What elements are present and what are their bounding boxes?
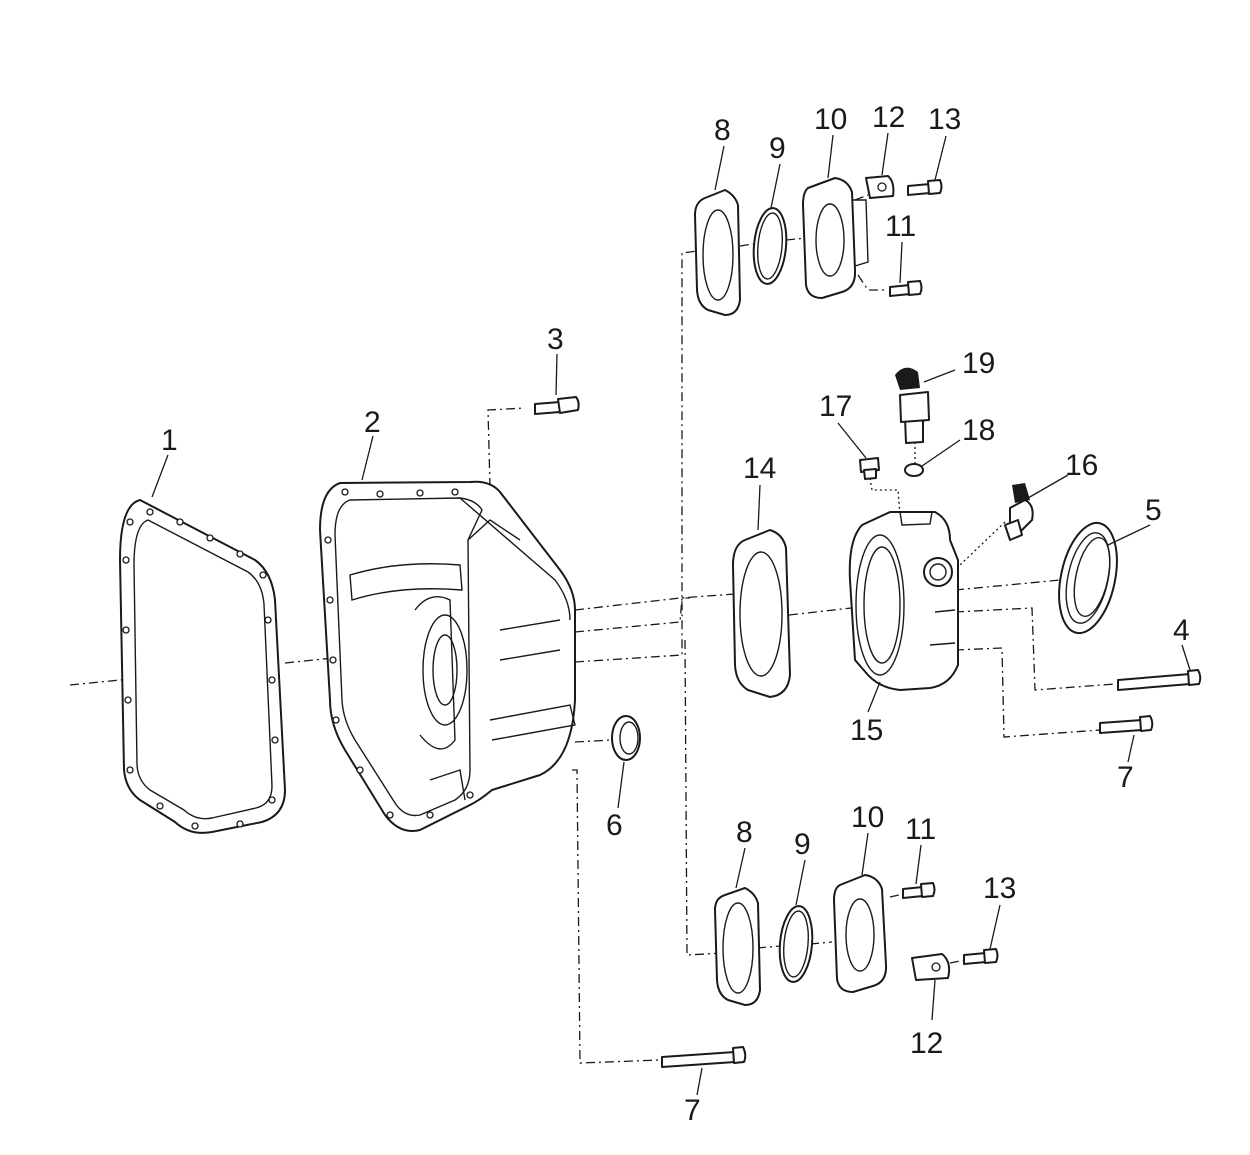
part-16-sensor bbox=[1004, 483, 1034, 541]
callout-9-upper: 9 bbox=[769, 132, 786, 165]
callout-labels: 1 2 3 4 5 6 7 7 8 8 9 9 10 10 11 11 12 1… bbox=[161, 101, 1190, 1127]
callout-19: 19 bbox=[962, 347, 995, 380]
callout-8-lower: 8 bbox=[736, 816, 753, 849]
callout-13-lower: 13 bbox=[983, 872, 1016, 905]
callout-12-lower: 12 bbox=[910, 1027, 943, 1060]
part-4-bolt bbox=[1117, 669, 1202, 691]
callout-11-lower: 11 bbox=[905, 813, 936, 846]
part-9-oring-upper bbox=[752, 207, 788, 285]
part-18-oring bbox=[904, 463, 924, 477]
callout-12-upper: 12 bbox=[872, 101, 905, 134]
part-8-gasket-upper bbox=[694, 189, 741, 316]
callout-10-lower: 10 bbox=[851, 801, 884, 834]
part-19-breather bbox=[895, 367, 930, 444]
part-10-cover-lower bbox=[833, 874, 888, 993]
callout-10-upper: 10 bbox=[814, 103, 847, 136]
part-14-gasket bbox=[732, 529, 791, 698]
leader-lines bbox=[151, 132, 1191, 1096]
part-13-bolt-upper bbox=[907, 179, 943, 196]
callout-4: 4 bbox=[1173, 614, 1190, 647]
callout-6: 6 bbox=[606, 809, 623, 842]
part-6-plug bbox=[611, 715, 641, 761]
part-12-bracket-upper bbox=[865, 175, 895, 199]
part-15-gear-housing bbox=[848, 511, 959, 691]
part-5-seal bbox=[1058, 521, 1118, 635]
part-1-gasket bbox=[119, 499, 286, 834]
callout-17: 17 bbox=[819, 390, 852, 423]
callout-16: 16 bbox=[1065, 449, 1098, 482]
callout-13-upper: 13 bbox=[928, 103, 961, 136]
callout-2: 2 bbox=[364, 406, 381, 439]
part-7-bolt-upper bbox=[1099, 715, 1154, 734]
part-17-plug-bolt bbox=[859, 457, 880, 480]
part-7-bolt-lower bbox=[661, 1046, 747, 1068]
part-13-bolt-lower bbox=[963, 948, 999, 965]
callout-1: 1 bbox=[161, 424, 178, 457]
part-9-oring-lower bbox=[778, 905, 814, 983]
callout-18: 18 bbox=[962, 414, 995, 447]
part-11-bolt-lower bbox=[902, 882, 936, 899]
part-2-housing bbox=[319, 480, 576, 832]
part-11-bolt-upper bbox=[889, 280, 923, 297]
callout-9-lower: 9 bbox=[794, 828, 811, 861]
part-8-gasket-lower bbox=[714, 887, 761, 1006]
part-3-bolt bbox=[534, 396, 580, 415]
assembly-center-lines bbox=[69, 194, 1116, 1064]
callout-7-upper: 7 bbox=[1117, 761, 1134, 794]
callout-3: 3 bbox=[547, 323, 564, 356]
callout-15: 15 bbox=[850, 714, 883, 747]
callout-11-upper: 11 bbox=[885, 210, 916, 243]
part-10-cover-upper bbox=[802, 177, 869, 299]
callout-7-lower: 7 bbox=[684, 1094, 701, 1127]
callout-8-upper: 8 bbox=[714, 114, 731, 147]
callout-5: 5 bbox=[1145, 494, 1162, 527]
callout-14: 14 bbox=[743, 452, 776, 485]
part-12-bracket-lower bbox=[911, 953, 951, 981]
